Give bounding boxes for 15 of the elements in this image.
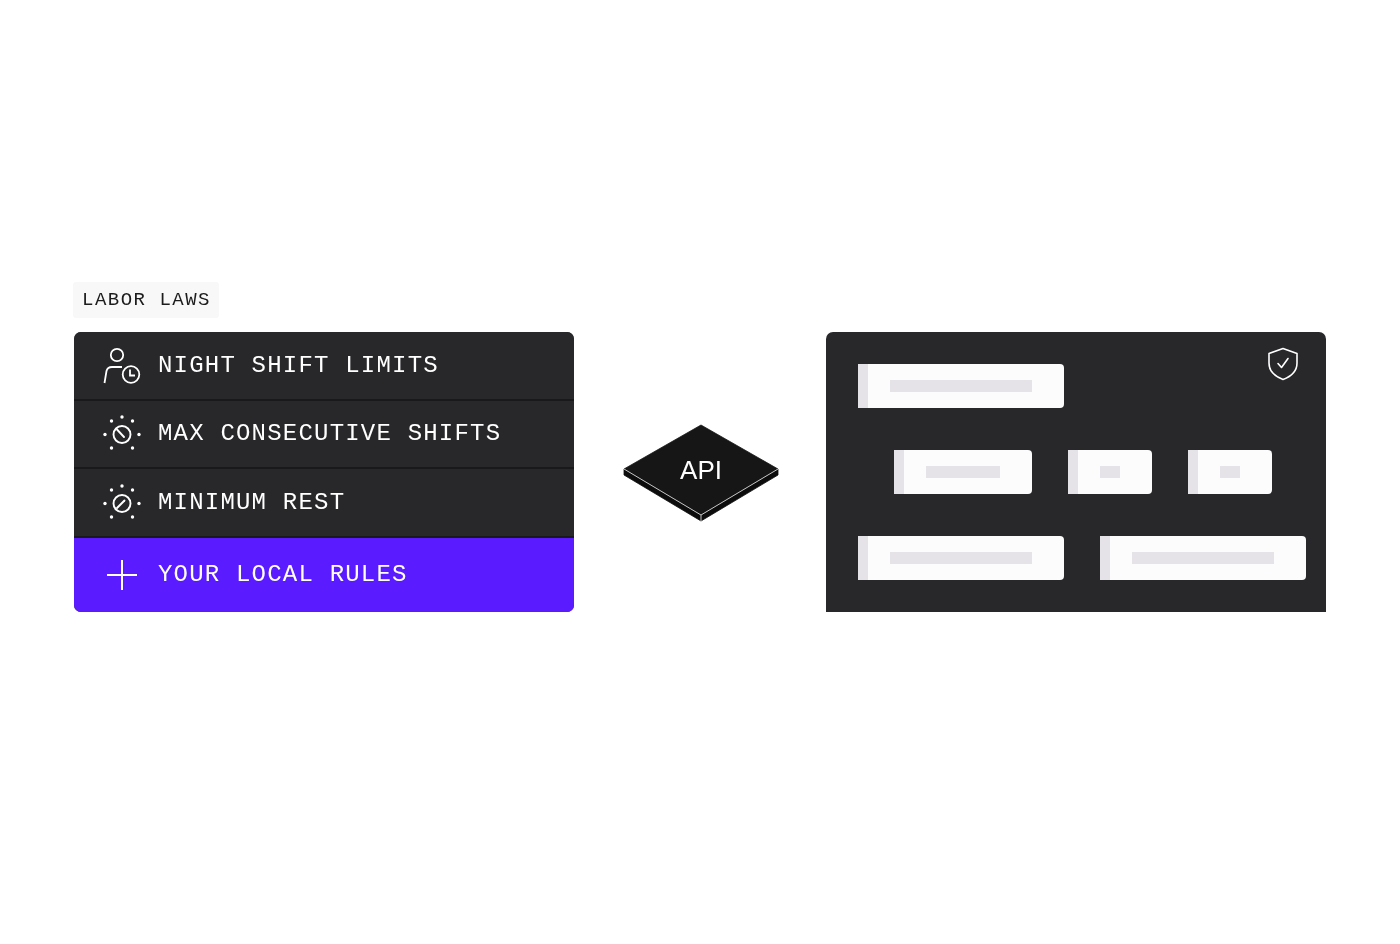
dark-panel [826,332,1326,612]
row-label: MINIMUM REST [158,488,346,517]
placeholder-card [1100,536,1306,580]
placeholder-card [1068,450,1152,494]
placeholder-card [894,450,1032,494]
row-label: YOUR LOCAL RULES [158,561,408,589]
row-label: NIGHT SHIFT LIMITS [158,351,439,380]
row-label: MAX CONSECUTIVE SHIFTS [158,420,502,448]
highlighted-row [74,538,574,612]
panel-heading: LABOR LAWS [73,282,220,318]
placeholder-card [858,536,1064,580]
placeholder-card [1188,450,1272,494]
placeholder-card [858,364,1064,408]
chip-label: API [680,455,722,485]
list-row [74,332,574,401]
